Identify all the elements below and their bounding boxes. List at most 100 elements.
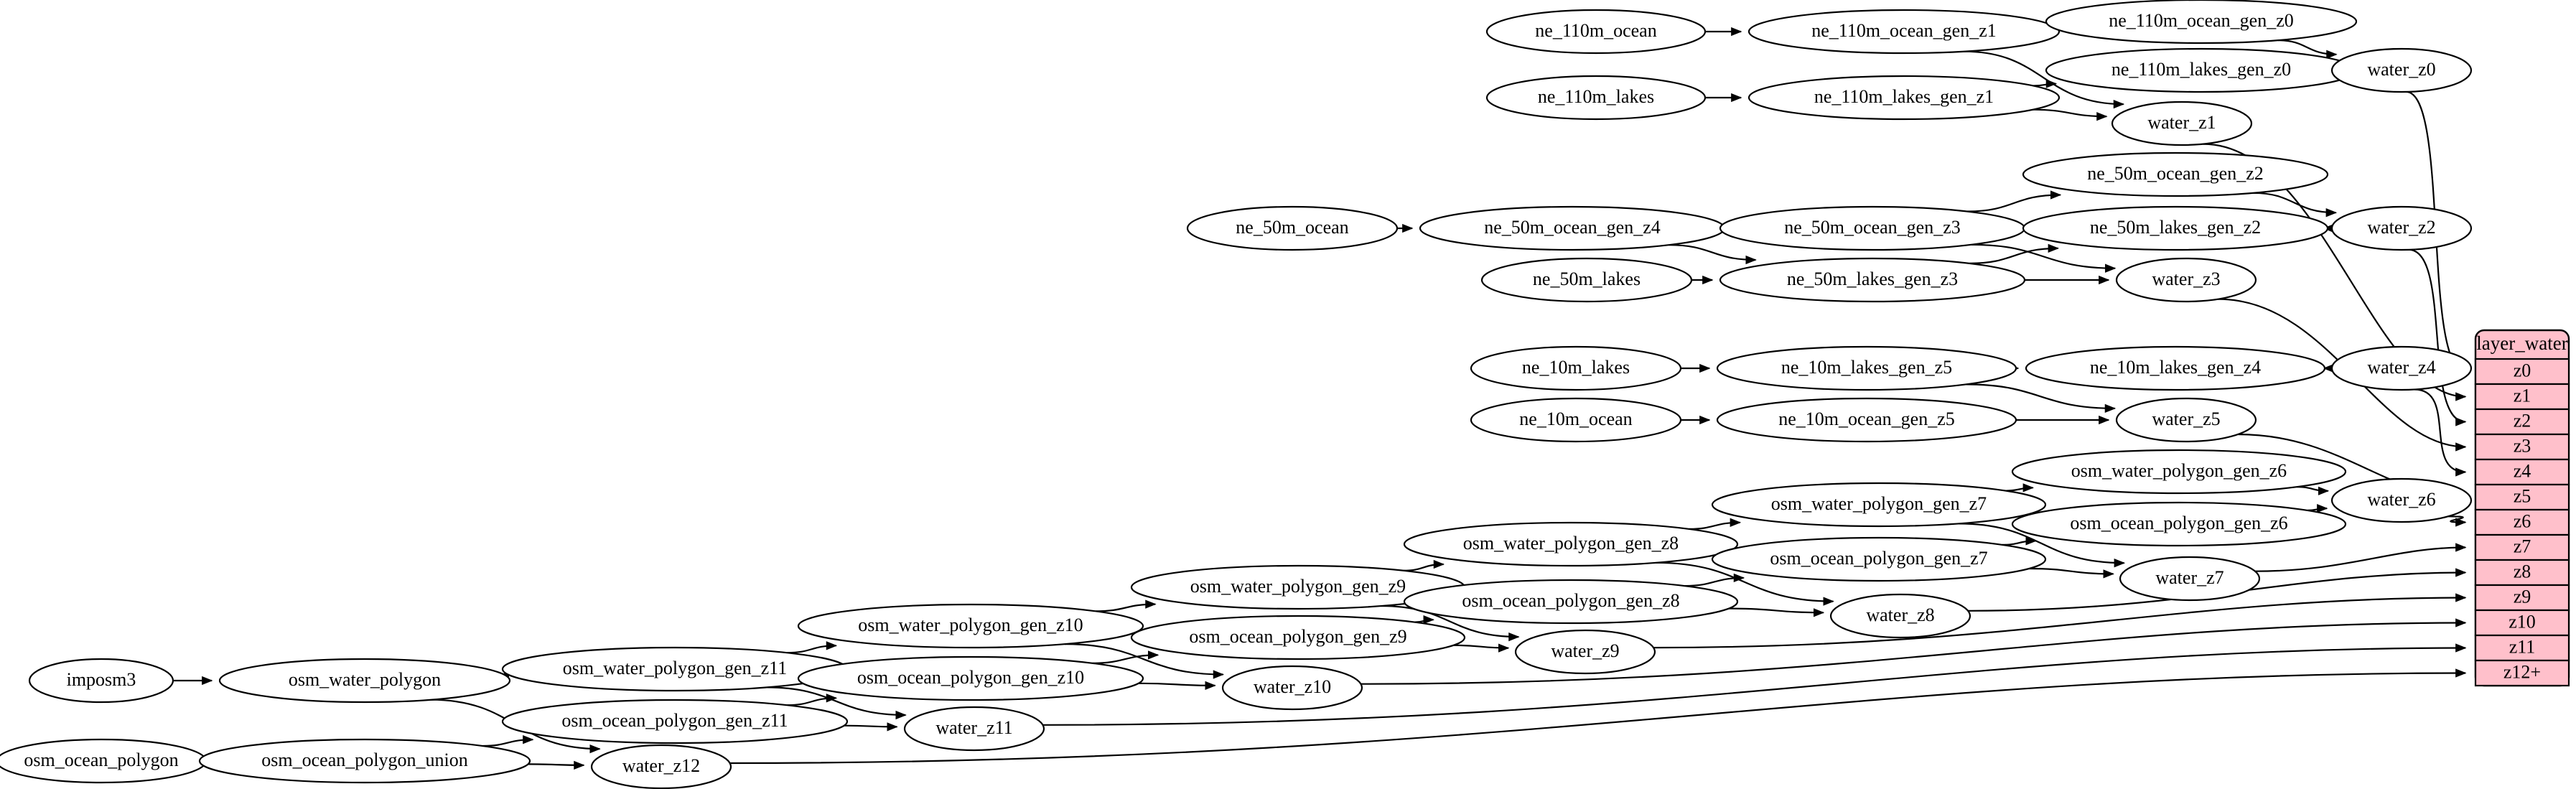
- node-ne_110m_ocean[interactable]: ne_110m_ocean: [1485, 9, 1707, 55]
- legend-row-z5[interactable]: [2474, 483, 2570, 511]
- edge-water_z10-to-legend-z10: [1361, 618, 2467, 685]
- node-osm_water_polygon_gen_z8[interactable]: osm_water_polygon_gen_z8: [1403, 521, 1739, 567]
- node-water_z7[interactable]: water_z7: [2119, 556, 2261, 602]
- node-label-osm_water_polygon_gen_z10: osm_water_polygon_gen_z10: [858, 615, 1083, 635]
- node-ne_50m_ocean[interactable]: ne_50m_ocean: [1186, 205, 1399, 251]
- legend-row-label-z4: z4: [2514, 460, 2531, 481]
- node-osm_water_polygon_gen_z10[interactable]: osm_water_polygon_gen_z10: [797, 603, 1144, 649]
- node-shape-water_z0: [2330, 47, 2473, 93]
- node-osm_ocean_polygon_gen_z6[interactable]: osm_ocean_polygon_gen_z6: [2011, 501, 2347, 547]
- node-shape-ne_50m_lakes_gen_z3: [1719, 257, 2026, 303]
- node-shape-osm_water_polygon_gen_z8: [1403, 521, 1739, 567]
- edge-osm_water_polygon_gen_z10-to-water_z10: [1064, 643, 1225, 679]
- edge-water_z6-to-legend-z6: [2447, 515, 2467, 527]
- node-shape-water_z12: [590, 744, 732, 789]
- node-osm_ocean_polygon_gen_z11[interactable]: osm_ocean_polygon_gen_z11: [501, 699, 849, 744]
- node-ne_110m_lakes_gen_z0[interactable]: ne_110m_lakes_gen_z0: [2045, 47, 2358, 93]
- legend-row-z11[interactable]: [2474, 634, 2570, 662]
- node-osm_water_polygon_gen_z11[interactable]: osm_water_polygon_gen_z11: [501, 646, 849, 692]
- node-water_z11[interactable]: water_z11: [903, 706, 1045, 752]
- edge-ne_110m_ocean_gen_z1-to-water_z1: [1964, 50, 2125, 109]
- node-ne_10m_lakes_gen_z4[interactable]: ne_10m_lakes_gen_z4: [2025, 345, 2326, 391]
- node-osm_water_polygon_gen_z9[interactable]: osm_water_polygon_gen_z9: [1130, 564, 1466, 610]
- node-osm_ocean_polygon_gen_z10[interactable]: osm_ocean_polygon_gen_z10: [797, 655, 1144, 701]
- node-water_z0[interactable]: water_z0: [2330, 47, 2473, 93]
- node-label-osm_water_polygon: osm_water_polygon: [289, 669, 441, 690]
- node-water_z2[interactable]: water_z2: [2330, 205, 2473, 251]
- legend-row-z8[interactable]: [2474, 559, 2570, 587]
- node-shape-imposm3: [28, 658, 174, 704]
- edge-osm_ocean_polygon_gen_z8-to-water_z8: [1728, 607, 1825, 617]
- node-label-water_z2: water_z2: [2367, 217, 2435, 238]
- edge-osm_ocean_polygon_gen_z10-to-osm_ocean_polygon_gen_z9: [1092, 650, 1159, 664]
- edge-osm_water_polygon_gen_z7-to-osm_water_polygon_gen_z6: [2005, 483, 2035, 492]
- legend-row-z2[interactable]: [2474, 408, 2570, 436]
- node-label-ne_10m_ocean: ne_10m_ocean: [1519, 408, 1632, 429]
- edge-water_z7-to-legend-z7: [2255, 543, 2467, 572]
- node-water_z12[interactable]: water_z12: [590, 744, 732, 789]
- node-shape-ne_110m_lakes_gen_z1: [1747, 75, 2061, 121]
- node-osm_ocean_polygon_gen_z9[interactable]: osm_ocean_polygon_gen_z9: [1130, 615, 1466, 660]
- node-water_z6[interactable]: water_z6: [2330, 477, 2473, 523]
- node-shape-ne_50m_lakes: [1480, 257, 1693, 303]
- node-imposm3[interactable]: imposm3: [28, 658, 174, 704]
- node-label-ne_50m_ocean_gen_z3: ne_50m_ocean_gen_z3: [1784, 217, 1960, 238]
- node-label-osm_ocean_polygon_union: osm_ocean_polygon_union: [261, 750, 467, 770]
- node-osm_water_polygon_gen_z6[interactable]: osm_water_polygon_gen_z6: [2011, 449, 2347, 495]
- legend-row-z6[interactable]: [2474, 508, 2570, 536]
- edge-osm_ocean_polygon_union-to-water_z12: [528, 760, 585, 770]
- legend-row-label-z5: z5: [2514, 485, 2531, 506]
- node-shape-ne_50m_ocean: [1186, 205, 1399, 251]
- legend-row-z4[interactable]: [2474, 458, 2570, 486]
- node-ne_10m_ocean_gen_z5[interactable]: ne_10m_ocean_gen_z5: [1716, 397, 2017, 443]
- node-osm_ocean_polygon[interactable]: osm_ocean_polygon: [0, 738, 207, 784]
- edge-osm_water_polygon_gen_z9-to-water_z9: [1381, 604, 1520, 642]
- node-water_z9[interactable]: water_z9: [1514, 629, 1656, 675]
- node-ne_110m_lakes[interactable]: ne_110m_lakes: [1485, 75, 1707, 121]
- node-osm_water_polygon[interactable]: osm_water_polygon: [218, 658, 511, 704]
- node-ne_110m_ocean_gen_z0[interactable]: ne_110m_ocean_gen_z0: [2045, 0, 2358, 45]
- node-water_z8[interactable]: water_z8: [1829, 593, 1971, 639]
- node-label-water_z8: water_z8: [1866, 604, 1934, 625]
- node-label-ne_10m_lakes: ne_10m_lakes: [1522, 357, 1630, 378]
- node-shape-ne_50m_ocean_gen_z2: [2022, 151, 2329, 197]
- node-shape-osm_water_polygon: [218, 658, 511, 704]
- edge-osm_ocean_polygon_gen_z8-to-osm_ocean_polygon_gen_z7: [1684, 573, 1745, 587]
- legend-row-label-z0: z0: [2514, 360, 2531, 381]
- node-ne_110m_lakes_gen_z1[interactable]: ne_110m_lakes_gen_z1: [1747, 75, 2061, 121]
- edge-ne_50m_lakes_gen_z3-to-ne_50m_lakes_gen_z2: [1969, 243, 2060, 264]
- node-shape-water_z11: [903, 706, 1045, 752]
- node-shape-osm_ocean_polygon_gen_z10: [797, 655, 1144, 701]
- node-osm_ocean_polygon_gen_z7[interactable]: osm_ocean_polygon_gen_z7: [1711, 536, 2047, 582]
- node-ne_50m_lakes_gen_z2[interactable]: ne_50m_lakes_gen_z2: [2022, 205, 2329, 251]
- edge-ne_110m_ocean_gen_z0-to-water_z0: [2277, 39, 2338, 59]
- node-label-water_z6: water_z6: [2367, 489, 2435, 510]
- node-ne_50m_ocean_gen_z2[interactable]: ne_50m_ocean_gen_z2: [2022, 151, 2329, 197]
- node-shape-ne_10m_lakes_gen_z4: [2025, 345, 2326, 391]
- edge-osm_water_polygon_gen_z9-to-osm_water_polygon_gen_z8: [1403, 559, 1445, 571]
- node-ne_50m_ocean_gen_z4[interactable]: ne_50m_ocean_gen_z4: [1419, 205, 1726, 251]
- edge-ne_50m_ocean_gen_z3-to-water_z3: [1971, 243, 2117, 273]
- legend-row-z9[interactable]: [2474, 584, 2570, 612]
- edge-osm_water_polygon_gen_z11-to-osm_water_polygon_gen_z10: [787, 641, 838, 654]
- legend-row-z10[interactable]: [2474, 609, 2570, 637]
- node-water_z10[interactable]: water_z10: [1221, 665, 1363, 711]
- legend-row-label-z10: z10: [2509, 611, 2536, 632]
- node-ne_10m_ocean[interactable]: ne_10m_ocean: [1470, 397, 1682, 443]
- legend-row-z12+[interactable]: [2474, 659, 2570, 687]
- node-shape-osm_ocean_polygon_gen_z9: [1130, 615, 1466, 660]
- node-osm_water_polygon_gen_z7[interactable]: osm_water_polygon_gen_z7: [1711, 482, 2047, 528]
- node-water_z3[interactable]: water_z3: [2115, 257, 2257, 303]
- node-shape-ne_110m_ocean_gen_z1: [1747, 9, 2061, 55]
- node-water_z5[interactable]: water_z5: [2115, 397, 2257, 443]
- node-ne_50m_ocean_gen_z3[interactable]: ne_50m_ocean_gen_z3: [1719, 205, 2026, 251]
- node-ne_10m_lakes_gen_z5[interactable]: ne_10m_lakes_gen_z5: [1716, 345, 2017, 391]
- node-ne_50m_lakes[interactable]: ne_50m_lakes: [1480, 257, 1693, 303]
- node-ne_10m_lakes[interactable]: ne_10m_lakes: [1470, 345, 1682, 391]
- node-ne_50m_lakes_gen_z3[interactable]: ne_50m_lakes_gen_z3: [1719, 257, 2026, 303]
- node-water_z1[interactable]: water_z1: [2111, 101, 2253, 146]
- node-osm_ocean_polygon_gen_z8[interactable]: osm_ocean_polygon_gen_z8: [1403, 579, 1739, 625]
- node-osm_ocean_polygon_union[interactable]: osm_ocean_polygon_union: [198, 738, 531, 784]
- node-water_z4[interactable]: water_z4: [2330, 345, 2473, 391]
- node-ne_110m_ocean_gen_z1[interactable]: ne_110m_ocean_gen_z1: [1747, 9, 2061, 55]
